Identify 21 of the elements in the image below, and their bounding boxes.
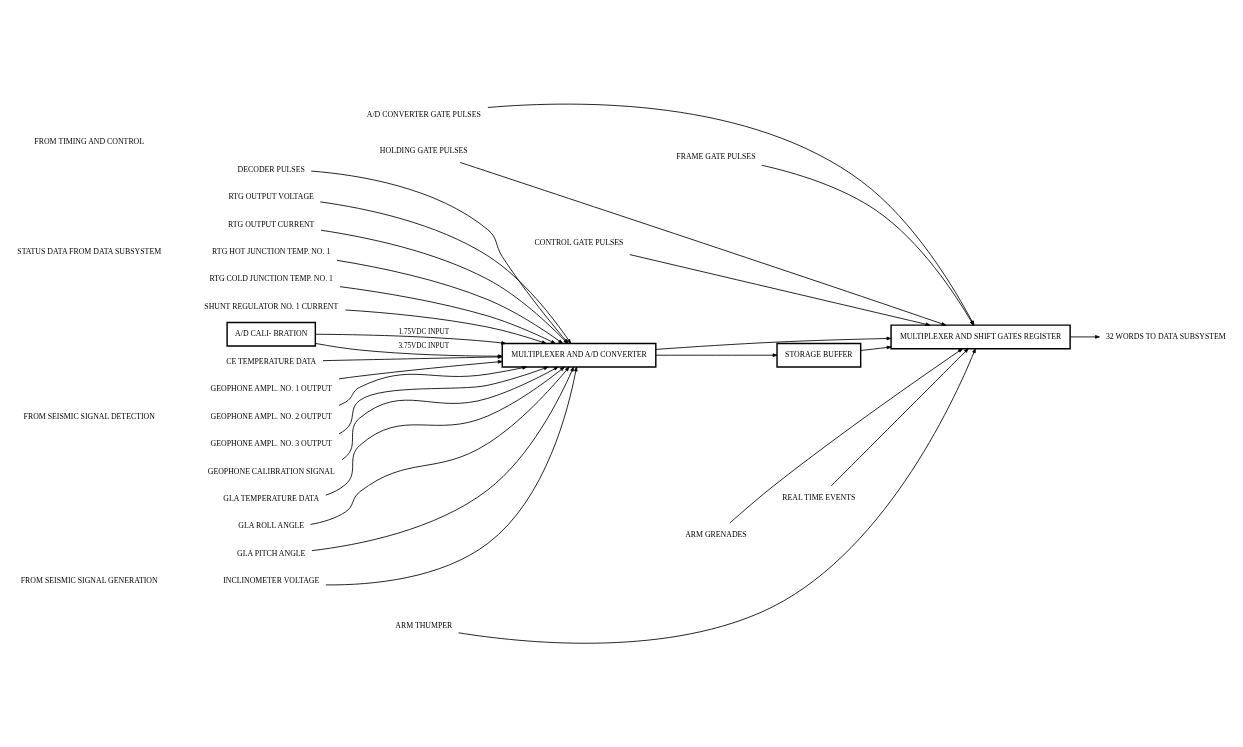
arrow (729, 348, 963, 524)
arrow (336, 259, 563, 344)
arrow (1069, 335, 1100, 339)
arrow (345, 309, 547, 344)
arrow (830, 348, 969, 487)
arrow (339, 286, 556, 344)
arrow (325, 366, 578, 586)
arrow (338, 366, 528, 406)
arrow (315, 333, 507, 345)
arrow (311, 366, 574, 552)
arrow (458, 348, 976, 644)
arrow (459, 162, 947, 326)
arrow (629, 254, 931, 326)
arrow (310, 366, 570, 525)
arrow (338, 360, 503, 380)
arrow (341, 366, 559, 461)
arrow (655, 336, 892, 350)
arrow (860, 345, 892, 351)
arrow (338, 366, 549, 435)
arrow (655, 353, 778, 357)
arrow (325, 366, 565, 496)
